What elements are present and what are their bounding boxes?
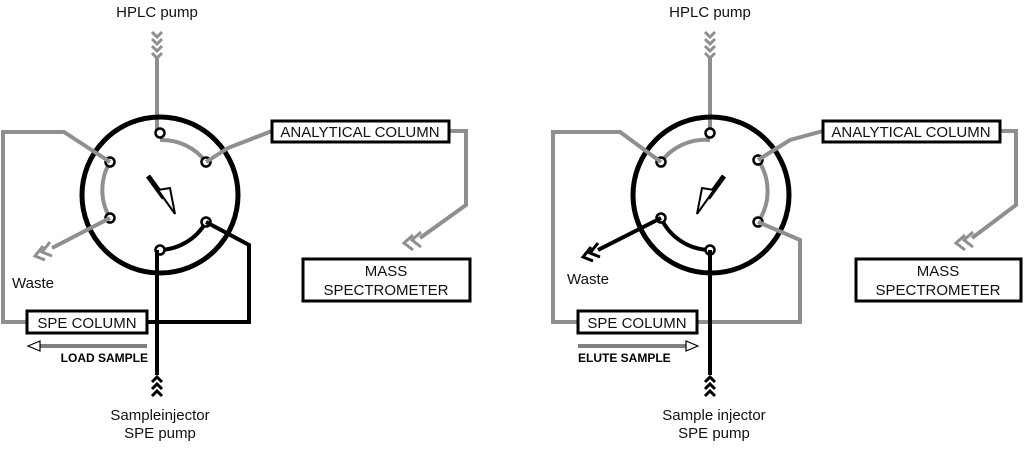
ms-label-line2: SPECTROMETER <box>323 282 448 299</box>
conn-spe-waste <box>100 160 112 220</box>
analytical-column-box <box>270 119 451 144</box>
valve-body <box>79 114 241 276</box>
ms-label-line2: SPECTROMETER <box>875 282 1000 299</box>
conn-column-loop <box>756 158 770 224</box>
line-to-waste <box>51 216 111 250</box>
line-to-column <box>204 129 273 164</box>
mass-spectrometer-box <box>301 257 472 303</box>
ms-label-line1: MASS <box>365 263 408 280</box>
line-loop-to-spe <box>697 220 802 324</box>
pump-chevrons <box>703 30 717 61</box>
analytical-column-label: ANALYTICAL COLUMN <box>831 124 990 141</box>
conn-pump-spe <box>659 137 711 164</box>
line-column-to-ms <box>418 129 468 240</box>
mass-spectrometer-box <box>854 257 1023 303</box>
injector-label-line1: Sample injector <box>662 407 765 424</box>
line-valve-to-spe <box>1 130 112 324</box>
elute-direction-arrow <box>578 340 700 352</box>
injector-chevrons <box>150 374 164 398</box>
line-column-to-ms <box>970 129 1018 240</box>
hplc-pump-label: HPLC pump <box>669 4 751 21</box>
line-to-waste <box>597 216 662 252</box>
spe-column-box <box>25 309 149 335</box>
ms-label-line1: MASS <box>917 263 960 280</box>
panel-load: HPLC pump <box>1 4 472 442</box>
analytical-column-label: ANALYTICAL COLUMN <box>280 124 439 141</box>
injector-label-line2: SPE pump <box>124 425 196 442</box>
mode-label: LOAD SAMPLE <box>61 351 148 365</box>
ms-chevrons <box>401 230 422 252</box>
pump-chevrons <box>150 30 164 61</box>
line-loop-to-spe <box>147 220 251 324</box>
spe-column-label: SPE COLUMN <box>587 315 686 332</box>
panel-elute: HPLC pump <box>551 4 1023 442</box>
ms-chevrons <box>953 230 974 252</box>
rotor-arrow <box>696 174 727 215</box>
conn-injector-waste <box>659 217 711 252</box>
injector-label-line1: Sampleinjector <box>110 407 209 424</box>
conn-pump-column <box>159 137 208 164</box>
line-valve-to-spe <box>551 130 663 324</box>
line-to-column <box>756 129 824 162</box>
spe-column-box <box>576 309 699 335</box>
waste-chevrons <box>32 241 53 262</box>
analytical-column-box <box>821 119 1002 144</box>
waste-chevrons <box>580 242 601 263</box>
injector-label-line2: SPE pump <box>678 425 750 442</box>
injector-chevrons <box>703 374 717 398</box>
waste-label: Waste <box>567 271 609 288</box>
mode-label: ELUTE SAMPLE <box>578 351 671 365</box>
load-direction-arrow <box>26 340 147 352</box>
rotor-arrow <box>145 174 176 215</box>
conn-injector-loop <box>159 220 208 252</box>
spe-column-label: SPE COLUMN <box>37 315 136 332</box>
waste-label: Waste <box>12 275 54 292</box>
hplc-pump-label: HPLC pump <box>116 4 198 21</box>
